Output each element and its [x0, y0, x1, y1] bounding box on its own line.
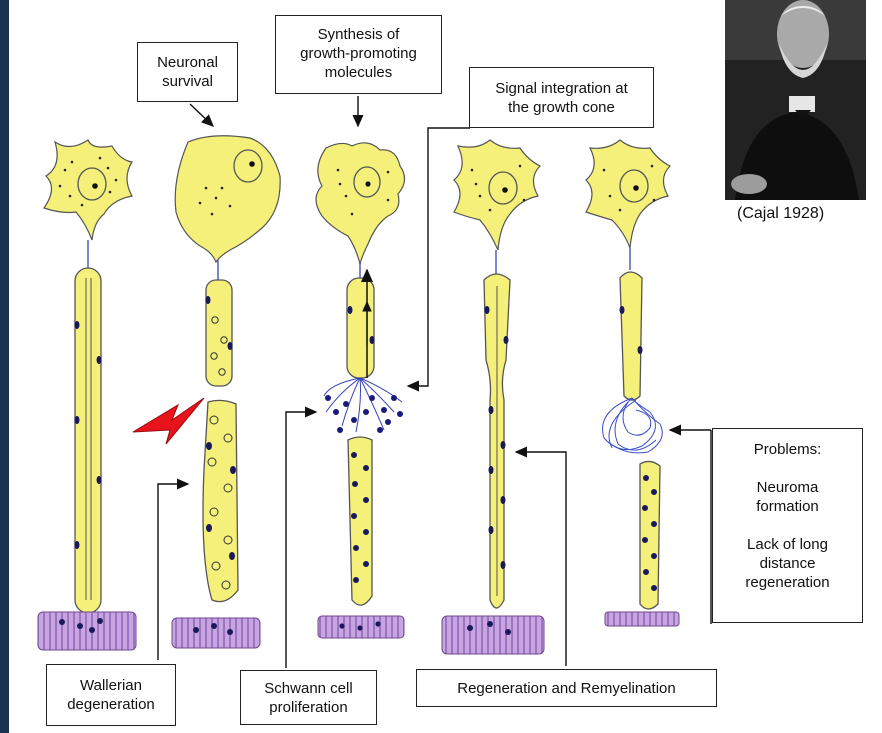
label-regeneration: Regeneration and Remyelination: [416, 669, 717, 707]
label-signal-integration: Signal integration at the growth cone: [469, 67, 654, 128]
neuron-regenerated: [442, 140, 544, 654]
label-synthesis: Synthesis of growth-promoting molecules: [275, 15, 442, 94]
muscle-fiber-4: [442, 616, 544, 654]
proximal-axon-3: [347, 278, 374, 378]
label-wallerian: Wallerian degeneration: [46, 664, 176, 726]
nucleus-1: [78, 168, 106, 200]
nucleus-2: [234, 150, 262, 182]
muscle-fiber-5: [605, 612, 679, 626]
cajal-portrait: [725, 0, 866, 200]
distal-segment-2: [203, 400, 238, 601]
schwann-cells-3: [325, 395, 403, 433]
neuron-intact: [38, 140, 136, 650]
distal-segment-3: [348, 437, 372, 605]
portrait-caption: (Cajal 1928): [737, 205, 824, 223]
distal-segment-5: [640, 461, 660, 609]
axon-1: [75, 268, 101, 613]
cell-body-2: [175, 136, 280, 262]
lightning-bolt: [133, 398, 204, 444]
neuroma-tangle-5: [603, 398, 663, 453]
neuron-degenerating: [172, 136, 280, 648]
muscle-fiber-1: [38, 612, 136, 650]
proximal-axon-5: [620, 272, 642, 400]
arrow-signal-integration: [408, 128, 470, 386]
label-schwann: Schwann cell proliferation: [240, 670, 377, 725]
arrow-schwann: [286, 412, 316, 668]
label-neuronal-survival: Neuronal survival: [137, 42, 238, 102]
arrow-neuronal-survival: [190, 104, 213, 126]
neuron-sprouting: [316, 143, 405, 638]
nucleus-5: [620, 170, 648, 202]
nucleus-4: [489, 172, 517, 204]
muscle-fiber-2: [172, 618, 260, 648]
neuron-neuroma: [586, 140, 679, 626]
cell-body-3: [316, 143, 405, 264]
label-problems: Problems: Neuroma formation Lack of long…: [712, 428, 863, 623]
